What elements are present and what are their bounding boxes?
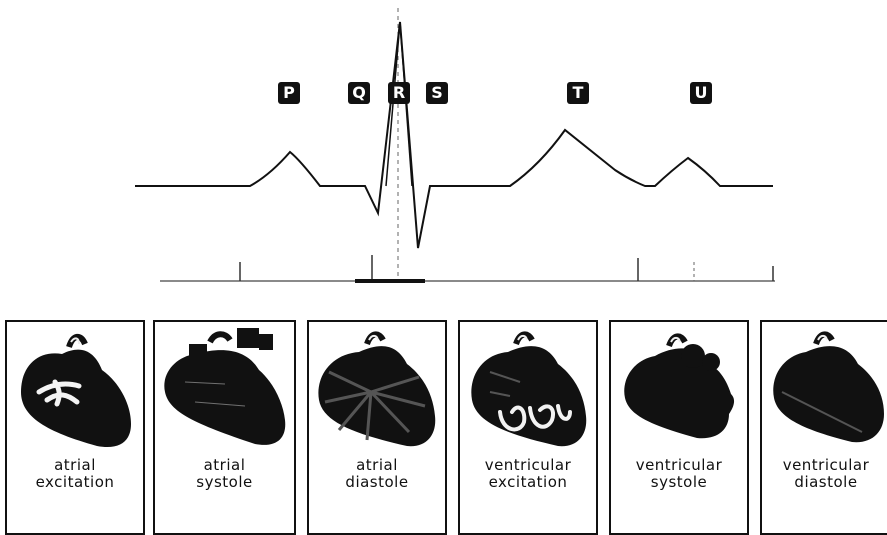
heart-icon <box>762 322 887 452</box>
label-t: T <box>567 82 589 104</box>
caption-line1: ventricular <box>611 457 747 474</box>
label-u: U <box>690 82 712 104</box>
heart-icon <box>309 322 445 452</box>
panel-ventricular-systole: ventricular systole <box>609 320 749 535</box>
panel-ventricular-diastole: ventricular diastole <box>760 320 887 535</box>
caption-line1: ventricular <box>762 457 887 474</box>
panel-atrial-excitation: atrial excitation <box>5 320 145 535</box>
caption-line2: systole <box>155 474 294 491</box>
caption-line2: systole <box>611 474 747 491</box>
panel-atrial-systole: atrial systole <box>153 320 296 535</box>
caption-line2: excitation <box>460 474 596 491</box>
label-p: P <box>278 82 300 104</box>
panel-atrial-diastole: atrial diastole <box>307 320 447 535</box>
heart-icon <box>460 322 596 452</box>
qrs-duration-bar <box>355 279 425 283</box>
label-s: S <box>426 82 448 104</box>
heart-icon <box>155 322 294 452</box>
caption-line1: atrial <box>7 457 143 474</box>
panel-ventricular-excitation: ventricular excitation <box>458 320 598 535</box>
ecg-waveform <box>135 22 773 248</box>
caption-line2: excitation <box>7 474 143 491</box>
heart-icon <box>611 322 747 452</box>
caption-line1: atrial <box>155 457 294 474</box>
caption-line1: ventricular <box>460 457 596 474</box>
caption-line2: diastole <box>762 474 887 491</box>
caption-line2: diastole <box>309 474 445 491</box>
heart-icon <box>7 322 143 452</box>
label-r: R <box>388 82 410 104</box>
label-q: Q <box>348 82 370 104</box>
caption-line1: atrial <box>309 457 445 474</box>
ecg-trace-svg <box>0 0 887 300</box>
